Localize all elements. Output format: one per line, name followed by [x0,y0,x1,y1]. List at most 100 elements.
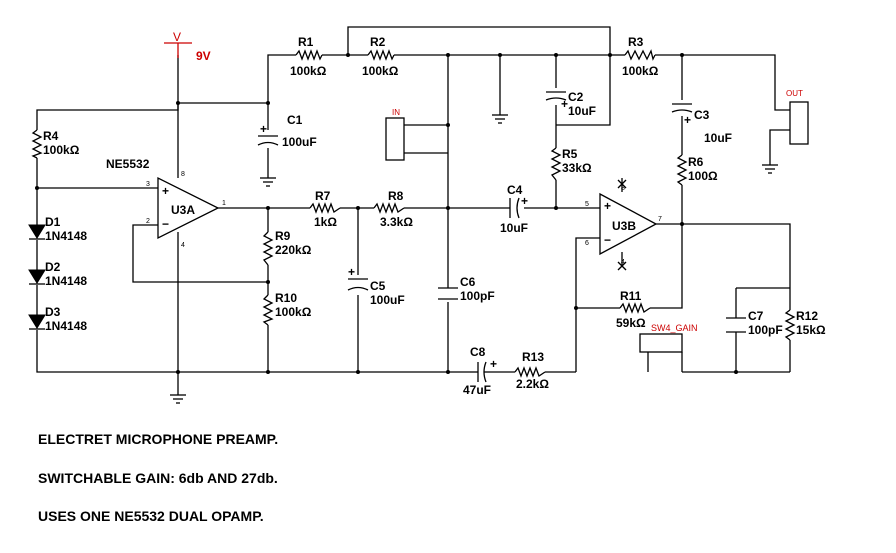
svg-text:15kΩ: 15kΩ [796,323,826,337]
svg-text:+: + [521,194,528,208]
diode-d3: D3 1N4148 [28,305,87,333]
svg-text:100kΩ: 100kΩ [362,64,399,78]
opamp-u3a: + − U3A NE5532 8 3 2 4 1 [106,157,226,249]
svg-text:R8: R8 [388,189,404,203]
svg-text:100kΩ: 100kΩ [275,305,312,319]
capacitor-c6: C6 100pF [438,275,495,303]
resistor-r2: R2 100kΩ [362,35,399,78]
svg-text:C1: C1 [287,113,303,127]
capacitor-c7: C7 100pF [726,309,783,337]
svg-text:NE5532: NE5532 [106,157,150,171]
svg-text:U3A: U3A [171,203,195,217]
svg-text:+: + [490,357,497,371]
svg-text:C8: C8 [470,345,486,359]
svg-text:1N4148: 1N4148 [45,229,87,243]
svg-text:1kΩ: 1kΩ [314,215,337,229]
resistor-r8: R8 3.3kΩ [373,189,413,229]
capacitor-c1: + C1 100uF [257,113,317,149]
resistor-r13: R13 2.2kΩ [514,350,549,391]
svg-text:R3: R3 [628,35,644,49]
svg-text:C7: C7 [748,309,764,323]
capacitor-c4: + C4 10uF [500,183,528,235]
resistor-r11: R11 59kΩ [616,289,651,330]
svg-text:8: 8 [621,185,625,192]
svg-text:33kΩ: 33kΩ [562,161,592,175]
svg-text:220kΩ: 220kΩ [275,243,312,257]
svg-text:3: 3 [146,181,150,188]
svg-text:47uF: 47uF [463,383,491,397]
output-connector: OUT [786,89,809,145]
svg-text:R12: R12 [796,309,818,323]
svg-text:+: + [604,199,611,213]
svg-text:100pF: 100pF [460,289,495,303]
ground-icon [492,114,508,124]
diode-d1: D1 1N4148 [28,215,87,243]
svg-text:D3: D3 [45,305,61,319]
svg-text:59kΩ: 59kΩ [616,316,646,330]
supply-voltage: 9V [196,49,211,63]
supply-net-label: V [173,30,181,44]
svg-text:R4: R4 [43,129,59,143]
svg-text:1N4148: 1N4148 [45,274,87,288]
capacitor-c5: + C5 100uF [347,265,405,307]
svg-text:+: + [684,113,691,127]
svg-text:4: 4 [621,259,625,266]
svg-text:100pF: 100pF [748,323,783,337]
note-line-3: USES ONE NE5532 DUAL OPAMP. [38,508,264,524]
svg-text:+: + [561,97,568,111]
svg-text:R7: R7 [315,189,331,203]
svg-text:U3B: U3B [612,219,636,233]
svg-text:OUT: OUT [786,89,803,98]
svg-text:4: 4 [181,242,185,249]
svg-text:2: 2 [146,218,150,225]
svg-text:SW4_GAIN: SW4_GAIN [651,323,698,333]
ground-icon [762,164,778,174]
svg-text:7: 7 [658,216,662,223]
svg-text:6: 6 [585,240,589,247]
svg-text:R6: R6 [688,155,704,169]
svg-text:IN: IN [392,108,400,117]
svg-text:100Ω: 100Ω [688,169,718,183]
supply-symbol: V 9V [164,30,211,63]
svg-text:+: + [260,122,267,136]
svg-text:C5: C5 [370,279,386,293]
junctions [35,53,738,374]
svg-text:C6: C6 [460,275,476,289]
svg-text:1N4148: 1N4148 [45,319,87,333]
plus-sign: + [162,184,169,198]
svg-text:10uF: 10uF [704,131,732,145]
ground-icon [170,394,186,404]
svg-text:−: − [604,233,611,247]
capacitor-c3: + C3 10uF [671,103,732,145]
svg-text:C2: C2 [568,90,584,104]
capacitor-c8: + C8 47uF [463,345,497,397]
svg-text:10uF: 10uF [568,104,596,118]
svg-text:R2: R2 [370,35,386,49]
resistor-r5: R5 33kΩ [550,147,592,181]
ground-icon [260,177,276,187]
opamp-u3b: + − U3B 8 5 6 4 7 [585,179,662,271]
svg-text:R1: R1 [298,35,314,49]
note-line-2: SWITCHABLE GAIN: 6db AND 27db. [38,470,278,486]
svg-text:2.2kΩ: 2.2kΩ [516,377,549,391]
svg-text:5: 5 [585,201,589,208]
svg-text:+: + [348,265,355,279]
svg-text:100kΩ: 100kΩ [622,64,659,78]
svg-text:100uF: 100uF [282,135,317,149]
svg-text:D1: D1 [45,215,61,229]
note-line-1: ELECTRET MICROPHONE PREAMP. [38,431,279,447]
resistor-r3: R3 100kΩ [622,35,659,78]
svg-text:3.3kΩ: 3.3kΩ [380,215,413,229]
svg-text:−: − [162,217,169,231]
svg-text:D2: D2 [45,260,61,274]
resistor-r12: R12 15kΩ [784,309,826,341]
svg-text:R13: R13 [522,350,544,364]
diode-d2: D2 1N4148 [28,260,87,288]
resistor-r4: R4 100kΩ [31,129,80,159]
capacitor-c2: + C2 10uF [545,90,596,118]
svg-text:R11: R11 [620,289,642,303]
svg-text:100uF: 100uF [370,293,405,307]
resistor-r6: R6 100Ω [676,154,718,186]
svg-text:8: 8 [181,171,185,178]
svg-text:100kΩ: 100kΩ [43,143,80,157]
